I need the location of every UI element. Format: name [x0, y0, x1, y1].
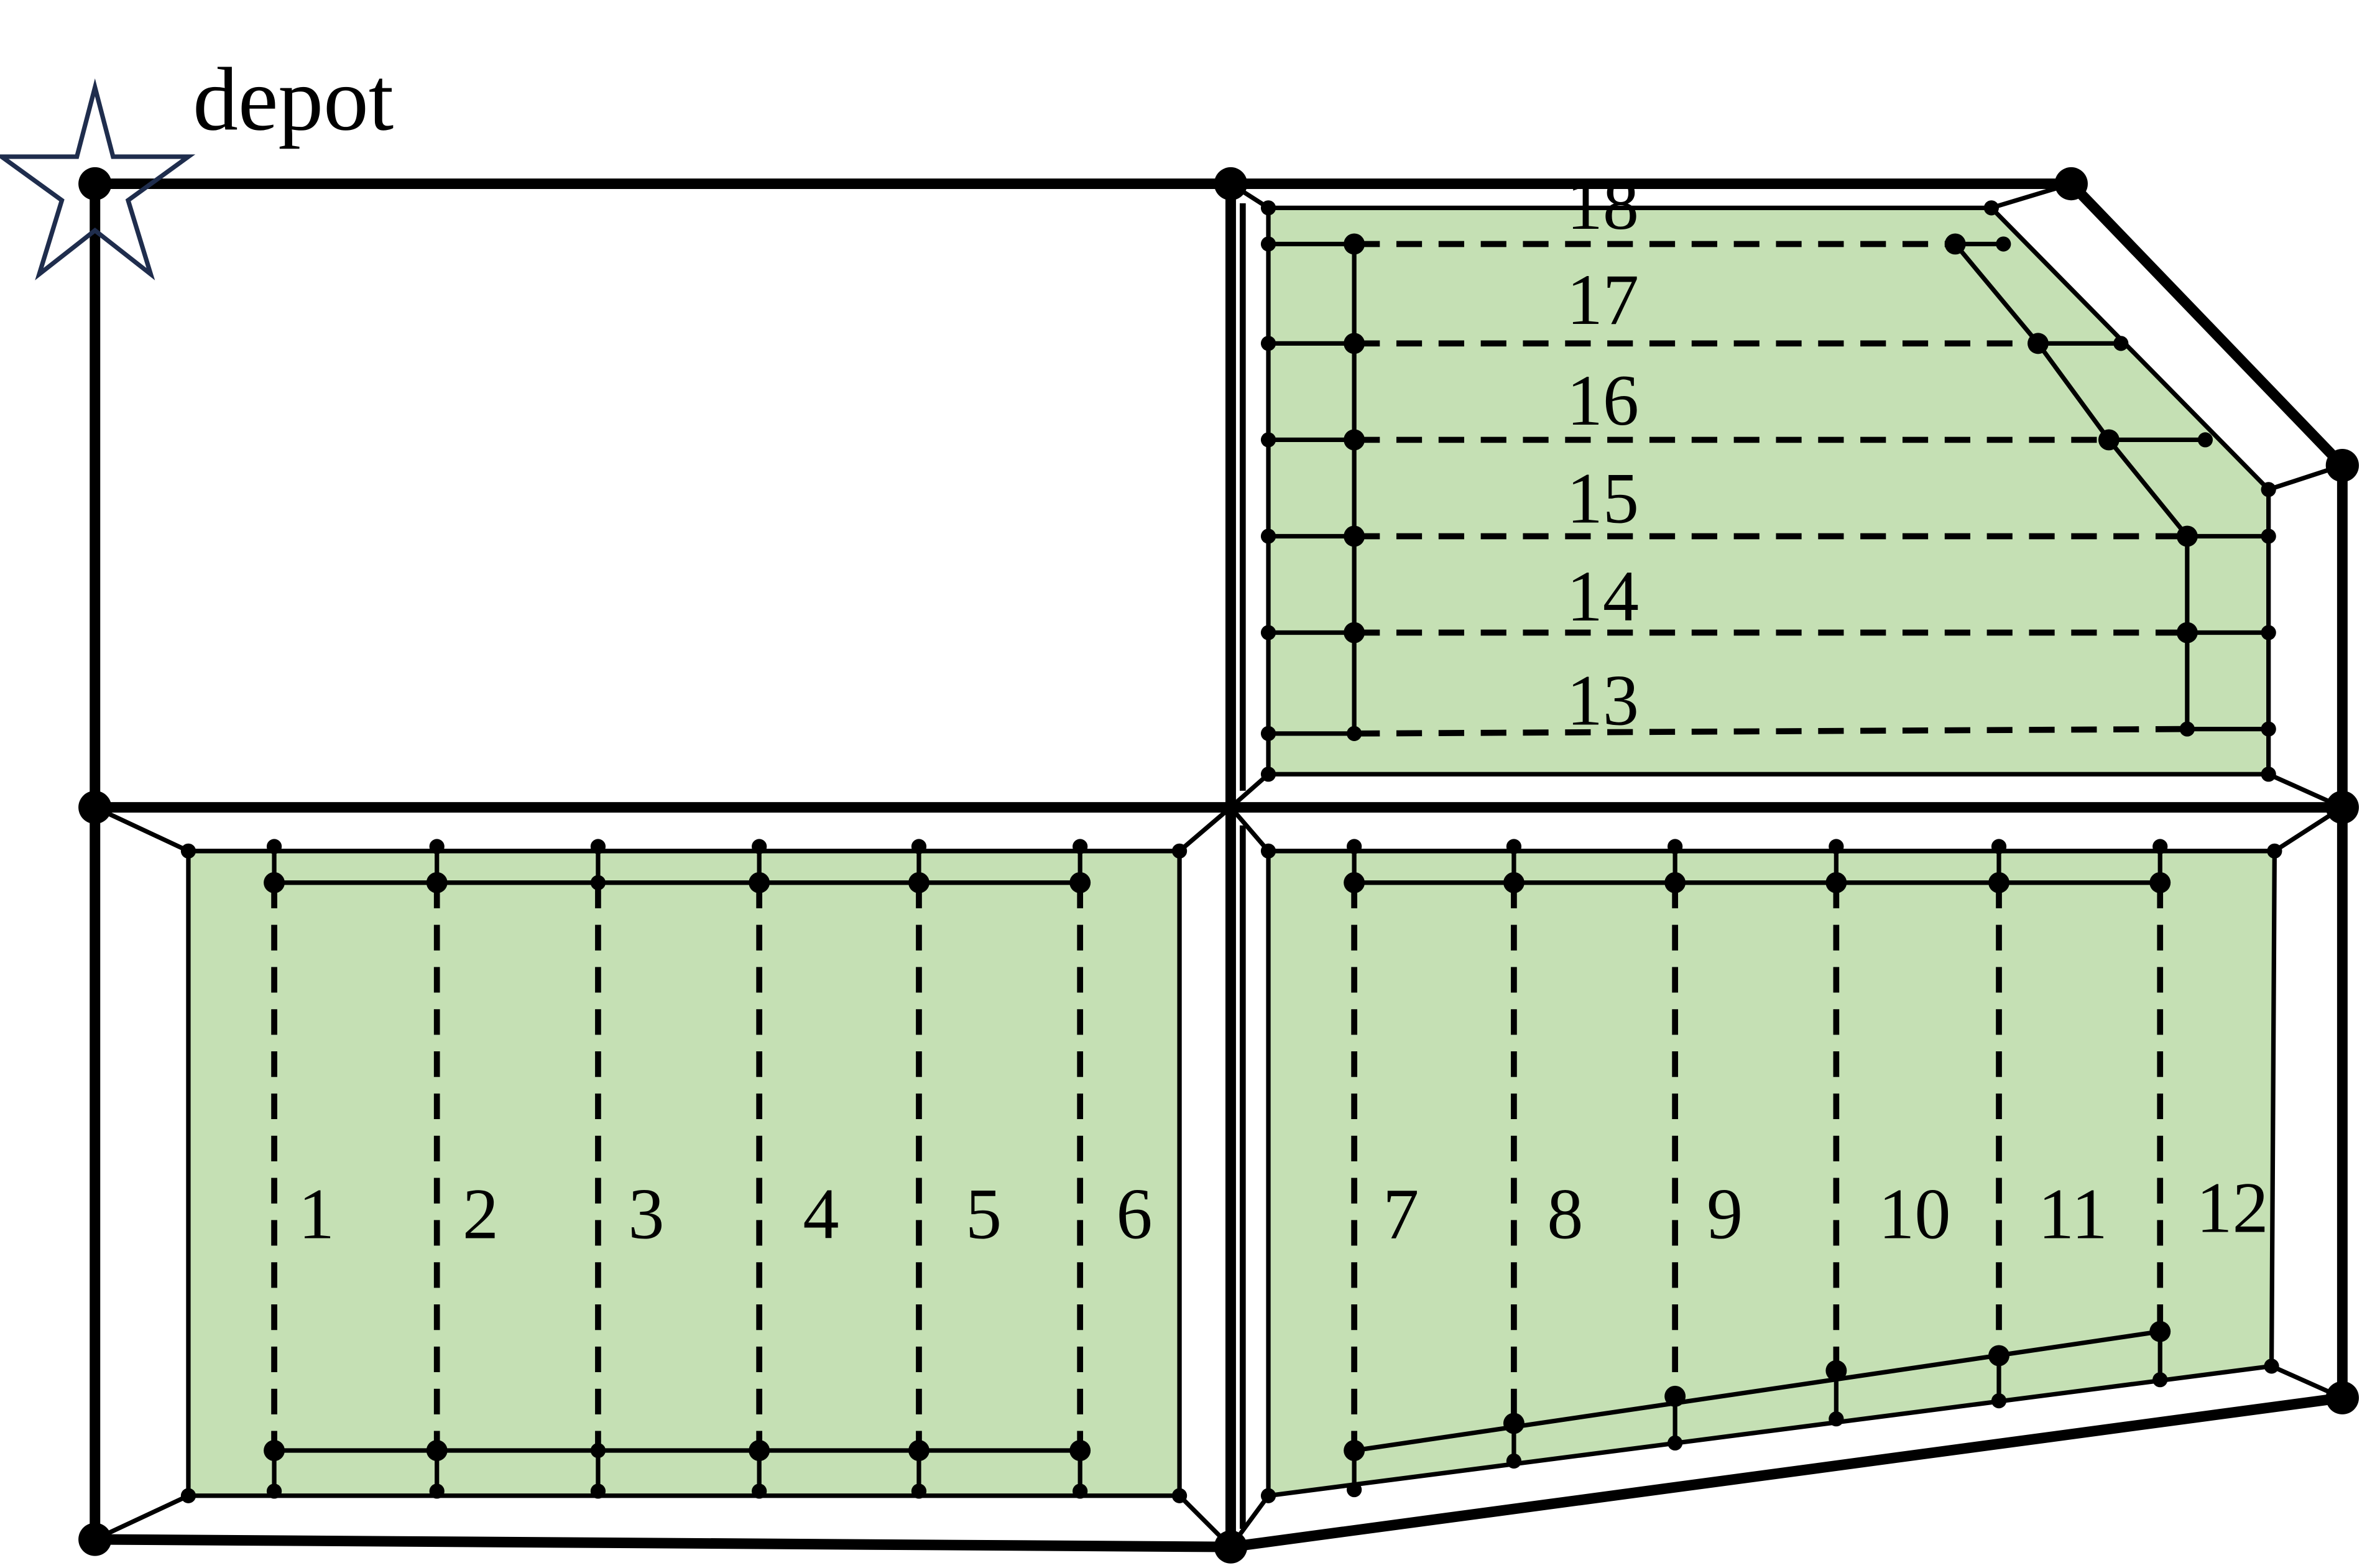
path-endpoint-nodes	[264, 233, 2198, 1461]
depot-star-icon	[0, 78, 196, 280]
road-bottom-left	[95, 1534, 1231, 1552]
field-label-3: 3	[628, 1174, 664, 1254]
path-13	[1354, 726, 2187, 737]
field-label-7: 7	[1383, 1174, 1419, 1254]
field-label-16: 16	[1567, 361, 1639, 441]
field-label-6: 6	[1116, 1174, 1152, 1254]
depot-label: depot	[193, 49, 394, 149]
field-area-right-bottom	[1266, 849, 2277, 1498]
field-label-14: 14	[1567, 556, 1639, 637]
field-label-8: 8	[1547, 1174, 1583, 1254]
field-label-17: 17	[1567, 260, 1639, 340]
field-areas	[186, 205, 2277, 1498]
small-nodes	[180, 200, 2282, 1503]
ticks-right-top	[1268, 241, 2269, 736]
field-label-11: 11	[2038, 1174, 2108, 1254]
road-bottom-right	[1230, 1392, 2343, 1552]
field-label-5: 5	[966, 1174, 1002, 1254]
field-area-right-top	[1266, 205, 2271, 777]
field-number-labels: 1 2 3 4 5 6 7 8 9 10 11 12 13 14 15 16 1…	[298, 165, 2269, 1254]
field-label-1: 1	[298, 1174, 334, 1254]
working-paths	[271, 241, 2187, 1451]
field-label-18: 18	[1567, 165, 1639, 245]
main-roads	[90, 178, 2348, 1552]
field-area-left-bottom	[186, 849, 1182, 1498]
field-label-12: 12	[2196, 1168, 2268, 1248]
field-label-9: 9	[1707, 1174, 1743, 1254]
main-nodes	[78, 167, 2360, 1564]
field-label-15: 15	[1567, 459, 1639, 539]
road-top	[95, 178, 2346, 469]
field-label-2: 2	[463, 1174, 499, 1254]
field-label-10: 10	[1878, 1174, 1950, 1254]
field-label-4: 4	[803, 1174, 839, 1254]
field-label-13: 13	[1567, 660, 1639, 740]
